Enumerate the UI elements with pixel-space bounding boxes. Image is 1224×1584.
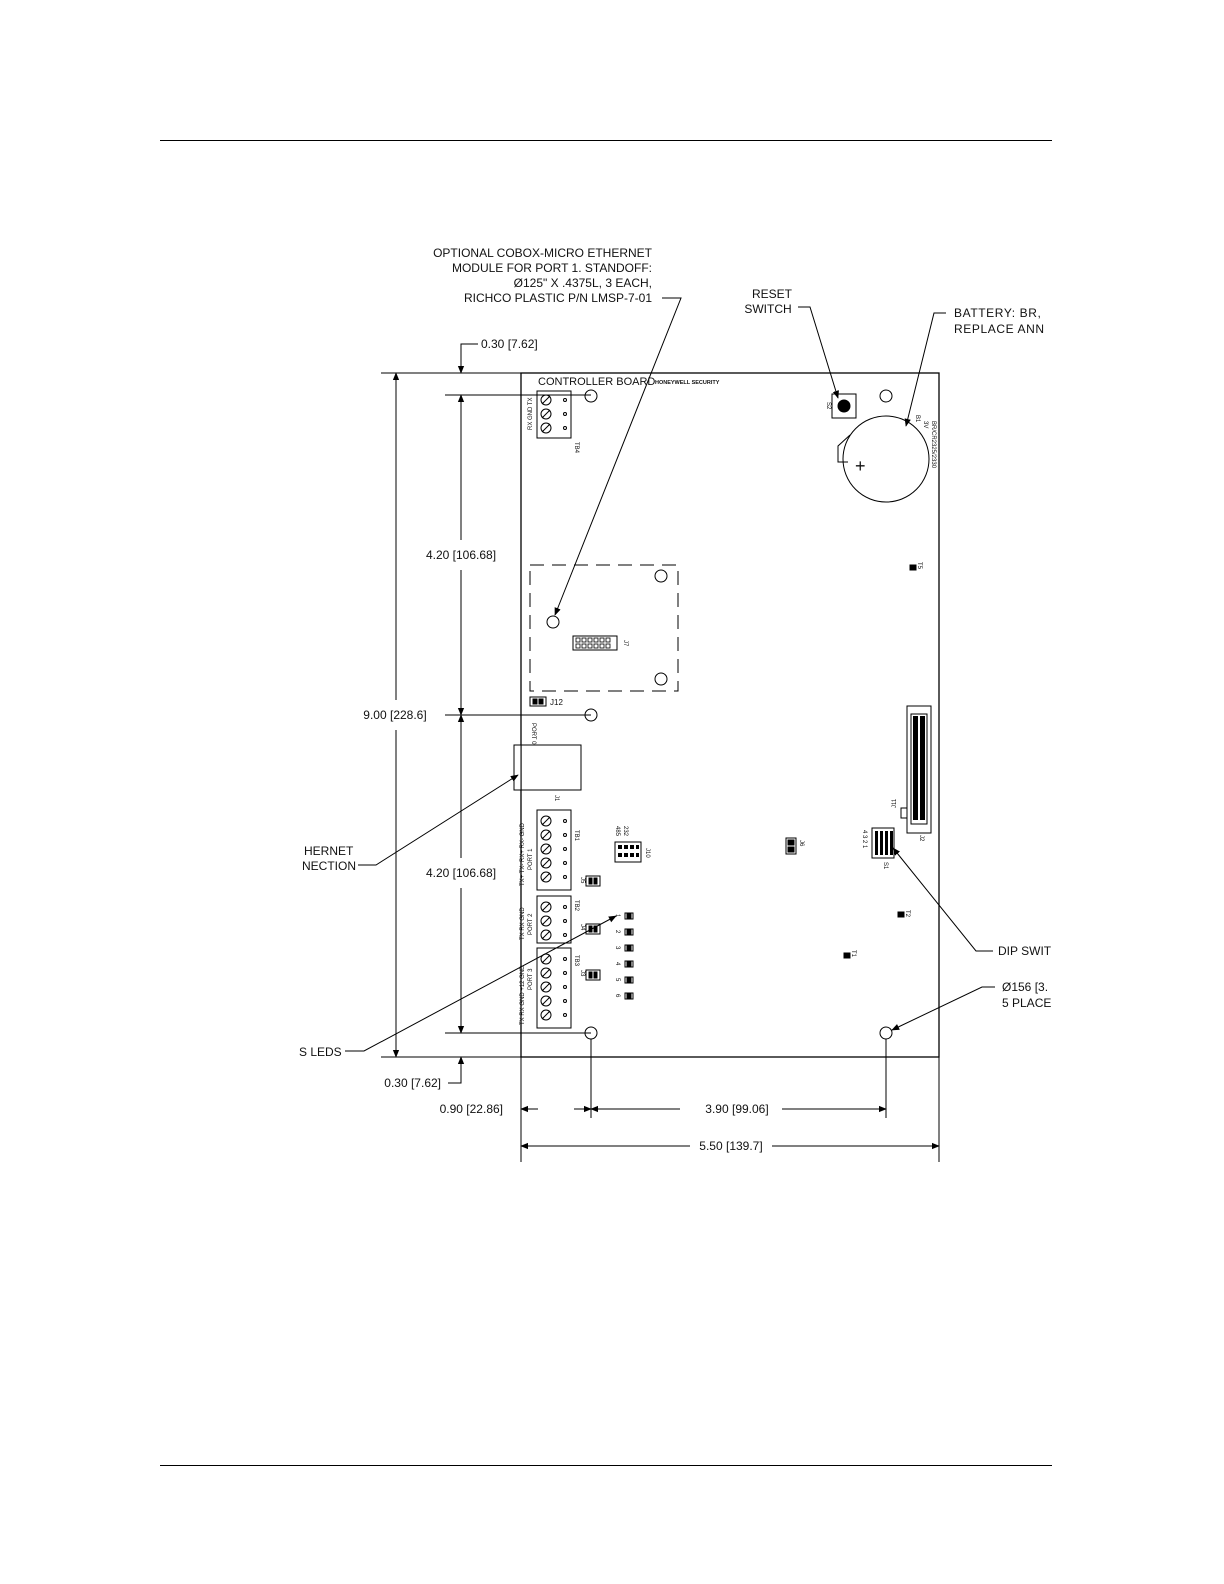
label-tb4: TB4 xyxy=(573,442,579,454)
label-led-4: 4 xyxy=(614,962,620,966)
label-j2: J2 xyxy=(918,835,924,842)
reset-switch-s2 xyxy=(831,393,857,419)
terminal-tb4 xyxy=(536,390,572,439)
mount-hole xyxy=(879,389,893,403)
callout-ethernet-module-line1: OPTIONAL COBOX-MICRO ETHERNET xyxy=(433,246,653,260)
dim-overall-width: 5.50 [139.7] xyxy=(699,1139,762,1153)
battery-holder xyxy=(842,415,930,503)
label-b1: B1 xyxy=(914,415,920,423)
callout-battery-line1: BATTERY: BR, xyxy=(954,306,1041,320)
footer-rule xyxy=(160,1465,1052,1466)
board-brand: HONEYWELL SECURITY xyxy=(655,380,720,386)
terminal-tb1 xyxy=(536,809,572,891)
callout-mount-holes-line2: 5 PLACES xyxy=(1002,996,1059,1010)
dip-switch-s1 xyxy=(871,827,895,859)
label-tb4-pins: RX GND TX xyxy=(528,397,534,430)
label-j5: J5 xyxy=(579,877,585,884)
label-232: 232 xyxy=(622,826,628,837)
callout-leds: S LEDS xyxy=(299,1045,342,1059)
callout-ethernet-module-line3: Ø125" X .4375L, 3 EACH, xyxy=(514,276,652,290)
label-led-1: 1 xyxy=(614,914,620,918)
callout-ethernet-module-line4: RICHCO PLASTIC P/N LMSP-7-01 xyxy=(464,291,652,305)
part-t1 xyxy=(843,952,851,959)
status-leds xyxy=(624,912,634,1000)
terminal-tb3 xyxy=(536,947,572,1029)
label-port1: PORT 1 xyxy=(528,848,534,870)
dim-lower-span: 4.20 [106.68] xyxy=(426,866,496,880)
label-tb2: TB2 xyxy=(573,900,579,912)
rj45-j1 xyxy=(521,744,582,791)
dim-hole-spacing: 3.90 [99.06] xyxy=(705,1102,768,1116)
callout-ethernet-module-line2: MODULE FOR PORT 1. STANDOFF: xyxy=(452,261,652,275)
ethernet-module-outline xyxy=(529,564,679,692)
label-j3: J3 xyxy=(579,970,585,977)
j7-pins xyxy=(575,637,611,649)
dim-bottom-margin: 0.30 [7.62] xyxy=(384,1076,441,1090)
dimension-lines xyxy=(381,343,940,1162)
ribbon-header-j2 xyxy=(906,705,932,834)
part-t5 xyxy=(909,564,917,571)
jumper-j12 xyxy=(529,696,547,707)
label-j6: J6 xyxy=(798,840,804,847)
header-j10 xyxy=(614,841,642,863)
callout-ethernet-connection-line1: HERNET xyxy=(304,844,354,858)
callout-ethernet-connection-line2: NECTION xyxy=(302,859,356,873)
label-led-5: 5 xyxy=(614,978,620,982)
terminal-tb2 xyxy=(536,895,572,944)
callout-mount-holes-line1: Ø156 [3. xyxy=(1002,980,1048,994)
jumper-j4 xyxy=(585,923,601,935)
label-port3: PORT 3 xyxy=(528,968,534,990)
tb4-screws xyxy=(540,394,567,434)
mount-hole xyxy=(879,1026,893,1040)
label-485: 485 xyxy=(614,826,620,837)
callout-battery-line2: REPLACE ANN xyxy=(954,322,1045,336)
label-j12: J12 xyxy=(550,698,563,707)
label-j4: J4 xyxy=(579,924,585,931)
callout-reset-line1: RESET xyxy=(752,287,793,301)
label-j1: J1 xyxy=(553,795,559,802)
label-led-6: 6 xyxy=(614,994,620,998)
label-s2: S2 xyxy=(825,402,831,410)
label-j7: J7 xyxy=(622,640,628,647)
label-tb1-pins: TX+ TX- RX+ RX- GND xyxy=(520,822,526,886)
label-s1: S1 xyxy=(882,862,888,870)
callout-reset-line2: SWITCH xyxy=(744,302,791,316)
label-j11: J11 xyxy=(892,798,898,808)
label-t2: T2 xyxy=(904,910,910,918)
part-t2 xyxy=(897,911,905,918)
dim-left-offset: 0.90 [22.86] xyxy=(440,1102,503,1116)
header-rule xyxy=(160,140,1052,141)
jumper-j6 xyxy=(785,837,797,855)
mount-hole xyxy=(584,389,598,403)
callout-leaders xyxy=(345,297,995,1052)
label-dip-nums: 4 3 2 1 xyxy=(861,830,867,849)
dim-upper-span: 4.20 [106.68] xyxy=(426,548,496,562)
label-led-3: 3 xyxy=(614,946,620,950)
label-bat-note: BR/CR2325/2330 xyxy=(930,421,936,469)
label-tb1: TB1 xyxy=(573,830,579,842)
label-tb2-pins: TX RX GND xyxy=(520,907,526,940)
label-tb3: TB3 xyxy=(573,955,579,967)
label-t5: T5 xyxy=(916,562,922,570)
label-t1: T1 xyxy=(850,950,856,958)
label-battery-plus: + xyxy=(855,456,866,476)
label-port0: PORT 0 xyxy=(530,723,536,745)
callout-dip-switch: DIP SWIT xyxy=(998,944,1052,958)
label-3v: 3V xyxy=(922,421,928,428)
jumper-j5 xyxy=(585,875,601,887)
jumper-j3 xyxy=(585,969,601,981)
label-led-2: 2 xyxy=(614,930,620,934)
board-title: CONTROLLER BOARD xyxy=(538,376,655,388)
dim-overall-height: 9.00 [228.6] xyxy=(363,708,426,722)
label-j10: J10 xyxy=(644,848,650,858)
label-tb3-pins: TX RX GND +12 GND xyxy=(520,965,526,1025)
connector-j7 xyxy=(572,635,618,651)
label-port2: PORT 2 xyxy=(528,913,534,935)
dim-top-margin: 0.30 [7.62] xyxy=(481,337,538,351)
